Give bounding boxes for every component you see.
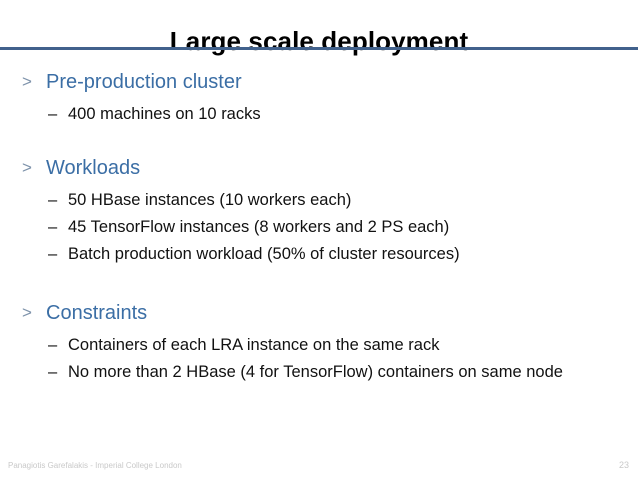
- bullet-marker-icon: >: [22, 72, 32, 91]
- sub-bullet-item: – No more than 2 HBase (4 for TensorFlow…: [0, 360, 638, 385]
- dash-marker-icon: –: [48, 218, 58, 236]
- bullet-group-workloads: > Workloads – 50 HBase instances (10 wor…: [0, 127, 638, 267]
- slide-body: > Pre-production cluster – 400 machines …: [0, 60, 638, 385]
- sub-bullet-item: – 45 TensorFlow instances (8 workers and…: [0, 215, 638, 240]
- sub-bullet-list: – 400 machines on 10 racks: [0, 102, 638, 127]
- sub-bullet-list: – Containers of each LRA instance on the…: [0, 333, 638, 385]
- bullet-marker-icon: >: [22, 158, 32, 177]
- sub-bullet-text: 45 TensorFlow instances (8 workers and 2…: [68, 218, 450, 236]
- bullet-group-constraints: > Constraints – Containers of each LRA i…: [0, 267, 638, 385]
- sub-bullet-item: – 50 HBase instances (10 workers each): [0, 188, 638, 213]
- dash-marker-icon: –: [48, 105, 58, 123]
- bullet-heading-label: Workloads: [46, 157, 141, 179]
- bullet-group-pre-production: > Pre-production cluster – 400 machines …: [0, 60, 638, 127]
- dash-marker-icon: –: [48, 191, 58, 209]
- footer-page-number: 23: [618, 460, 629, 470]
- title-divider-rule: [0, 47, 638, 50]
- bullet-heading-label: Pre-production cluster: [46, 71, 242, 93]
- sub-bullet-text: 400 machines on 10 racks: [68, 105, 261, 123]
- dash-marker-icon: –: [48, 245, 58, 263]
- slide-footer: Panagiotis Garefalakis - Imperial Colleg…: [0, 455, 638, 479]
- sub-bullet-item: – 400 machines on 10 racks: [0, 102, 638, 127]
- slide-title: Large scale deployment: [169, 26, 469, 57]
- dash-marker-icon: –: [48, 363, 58, 381]
- footer-credit-text: Panagiotis Garefalakis - Imperial Colleg…: [8, 461, 182, 470]
- dash-marker-icon: –: [48, 336, 58, 354]
- sub-bullet-text: Batch production workload (50% of cluste…: [68, 245, 460, 263]
- sub-bullet-item: – Containers of each LRA instance on the…: [0, 333, 638, 358]
- bullet-marker-icon: >: [22, 303, 32, 322]
- bullet-heading-constraints: > Constraints: [0, 299, 638, 327]
- sub-bullet-list: – 50 HBase instances (10 workers each) –…: [0, 188, 638, 267]
- bullet-heading-pre-production: > Pre-production cluster: [0, 68, 638, 96]
- sub-bullet-text: No more than 2 HBase (4 for TensorFlow) …: [68, 363, 563, 381]
- sub-bullet-text: Containers of each LRA instance on the s…: [68, 336, 440, 354]
- sub-bullet-item: – Batch production workload (50% of clus…: [0, 242, 638, 267]
- sub-bullet-text: 50 HBase instances (10 workers each): [68, 191, 352, 209]
- bullet-heading-workloads: > Workloads: [0, 154, 638, 182]
- bullet-heading-label: Constraints: [46, 302, 148, 324]
